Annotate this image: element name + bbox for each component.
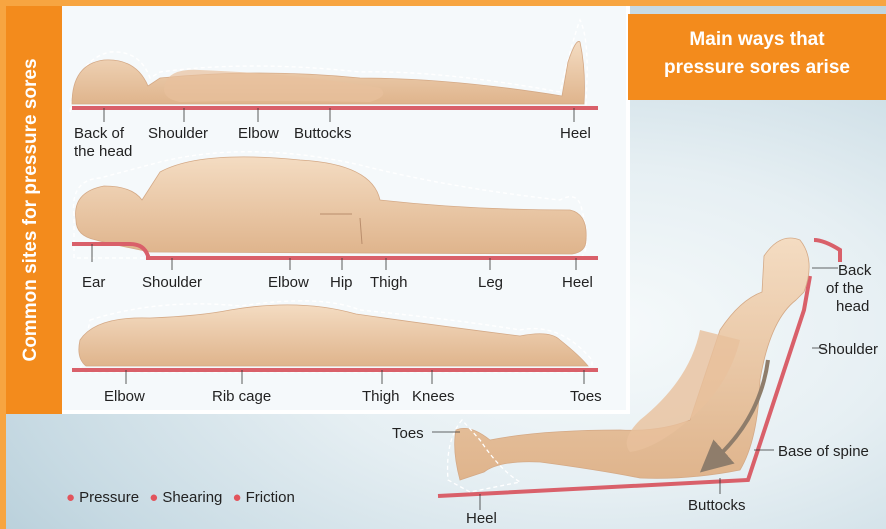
label-ear: Ear	[82, 274, 105, 291]
label-back-of-head-1: Back of	[74, 125, 124, 142]
label-back-of-head-2: the head	[74, 143, 132, 160]
label-base-of-spine: Base of spine	[778, 443, 869, 460]
legend-pressure: Pressure	[79, 489, 139, 506]
label-elbow-1: Elbow	[238, 125, 279, 142]
label-heel-2: Heel	[562, 274, 593, 291]
friction-dot-icon: ●	[233, 489, 242, 506]
label-toes-sit: Toes	[392, 425, 424, 442]
label-back-of-head-sit-1: Back	[838, 262, 871, 280]
label-toes-3: Toes	[570, 388, 602, 405]
label-buttocks-1: Buttocks	[294, 125, 352, 142]
label-elbow-2: Elbow	[268, 274, 309, 291]
label-thigh-2: Thigh	[370, 274, 408, 291]
label-thigh-3: Thigh	[362, 388, 400, 405]
label-back-of-head-sit-2: of the	[826, 280, 864, 298]
label-hip: Hip	[330, 274, 353, 291]
label-back-of-head-sit-3: head	[836, 298, 869, 316]
legend-shearing: Shearing	[162, 489, 222, 506]
label-heel-1: Heel	[560, 125, 591, 142]
label-rib-cage: Rib cage	[212, 388, 271, 405]
label-heel-sit: Heel	[466, 510, 497, 527]
shearing-dot-icon: ●	[149, 489, 158, 506]
label-shoulder-1: Shoulder	[148, 125, 208, 142]
figure-prone	[72, 301, 598, 384]
label-shoulder-sit: Shoulder	[818, 341, 878, 358]
label-knees: Knees	[412, 388, 455, 405]
label-buttocks-sit: Buttocks	[688, 497, 746, 514]
figure-side	[72, 152, 598, 270]
pressure-dot-icon: ●	[66, 489, 75, 506]
label-elbow-3: Elbow	[104, 388, 145, 405]
label-shoulder-2: Shoulder	[142, 274, 202, 291]
label-leg: Leg	[478, 274, 503, 291]
figure-supine	[70, 20, 598, 122]
legend-friction: Friction	[246, 489, 295, 506]
legend: ●Pressure ●Shearing ●Friction	[66, 489, 295, 506]
